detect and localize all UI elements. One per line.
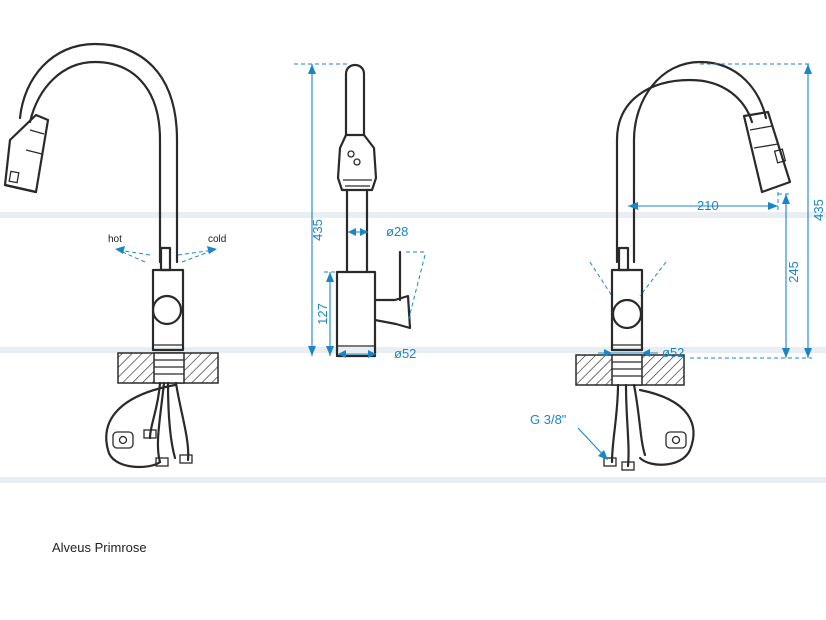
- dim-side-base-dia: ø52: [394, 346, 416, 361]
- watermark-bands: [0, 212, 826, 483]
- dim-right-base-dia: ø52: [662, 345, 684, 360]
- label-hot: hot: [108, 234, 122, 245]
- dim-side-pipe-dia: ø28: [386, 224, 408, 239]
- product-caption: Alveus Primrose: [52, 540, 147, 555]
- dim-side-height: 435: [310, 219, 325, 241]
- dim-right-height: 435: [811, 199, 826, 221]
- dim-right-reach: 210: [697, 198, 719, 213]
- label-cold: cold: [208, 234, 226, 245]
- dim-side-body-height: 127: [315, 303, 330, 325]
- right-front-view: G 3/8" 435 210 245 ø52: [530, 60, 826, 471]
- dim-right-spout-height: 245: [786, 261, 801, 283]
- left-front-view: [3, 42, 219, 468]
- middle-side-view: 435 ø28 127 ø52: [294, 63, 426, 361]
- label-thread: G 3/8": [530, 412, 567, 427]
